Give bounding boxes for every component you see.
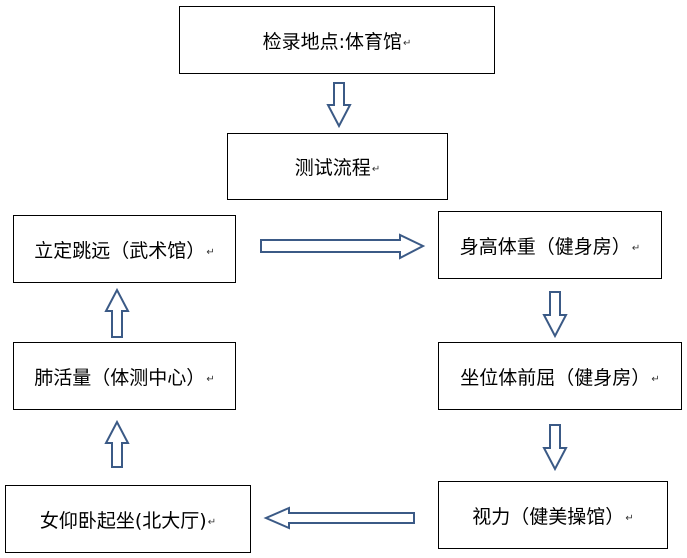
node-situp: 女仰卧起坐(北大厅)↵ xyxy=(5,485,251,553)
return-mark: ↵ xyxy=(625,512,634,524)
node-process-label: 测试流程 xyxy=(294,157,371,179)
arrow-longjump-to-height xyxy=(260,233,426,260)
node-longjump-label: 立定跳远（武术馆） xyxy=(34,239,206,262)
node-lung: 肺活量（体测中心）↵ xyxy=(13,342,236,410)
node-longjump: 立定跳远（武术馆）↵ xyxy=(13,215,236,283)
return-mark: ↵ xyxy=(206,373,215,385)
node-vision-label: 视力（健美操馆） xyxy=(472,505,625,528)
return-mark: ↵ xyxy=(631,242,641,254)
return-mark: ↵ xyxy=(651,373,660,385)
node-checkin-label: 检录地点:体育馆 xyxy=(262,30,402,53)
node-situp-label: 女仰卧起坐(北大厅) xyxy=(39,509,207,532)
return-mark: ↵ xyxy=(206,246,215,258)
arrow-vision-to-situp xyxy=(263,506,415,530)
node-lung-label: 肺活量（体测中心） xyxy=(34,366,206,389)
arrow-height-to-sitreach xyxy=(542,291,568,339)
node-height: 身高体重（健身房）↵ xyxy=(438,211,662,279)
arrow-lung-to-longjump xyxy=(104,287,130,338)
node-height-label: 身高体重（健身房） xyxy=(459,235,631,258)
node-sitreach-label: 坐位体前屈（健身房） xyxy=(460,366,651,389)
node-checkin: 检录地点:体育馆↵ xyxy=(179,6,495,74)
node-sitreach: 坐位体前屈（健身房）↵ xyxy=(438,342,682,410)
return-mark: ↵ xyxy=(403,37,412,49)
arrow-checkin-to-process xyxy=(326,82,352,129)
arrow-situp-to-lung xyxy=(104,419,130,468)
return-mark: ↵ xyxy=(371,164,381,175)
return-mark: ↵ xyxy=(207,516,217,528)
node-vision: 视力（健美操馆）↵ xyxy=(438,481,668,549)
node-process: 测试流程↵ xyxy=(227,133,448,200)
arrow-sitreach-to-vision xyxy=(542,424,568,472)
